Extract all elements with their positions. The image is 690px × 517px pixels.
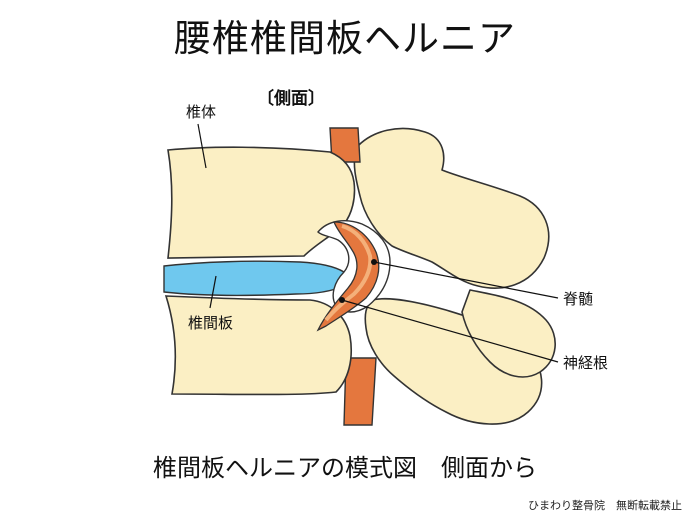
intervertebral-disc (163, 260, 350, 297)
label-vertebral-body: 椎体 (186, 103, 216, 121)
leader-dot-spinal-cord (371, 259, 377, 265)
caption: 椎間板ヘルニアの模式図 側面から (153, 454, 537, 482)
leader-dot-nerve-root (339, 297, 345, 303)
lower-vertebral-body (164, 295, 352, 396)
leader-nerve-root (341, 299, 559, 363)
view-label: 〔側面〕 (257, 89, 325, 109)
upper-vertebral-body (167, 146, 356, 259)
leader-spinal-cord (373, 261, 559, 299)
label-spinal-cord: 脊髄 (563, 290, 593, 308)
compressed-nerve (316, 221, 380, 332)
leader-vertebral-body (197, 123, 207, 169)
spinal-cord (329, 127, 377, 426)
page-title: 腰椎椎間板ヘルニア (174, 17, 516, 60)
credit: ひまわり整骨院 無断転載禁止 (528, 499, 682, 512)
leader-disc (209, 275, 217, 309)
label-nerve-root: 神経根 (563, 354, 608, 372)
upper-posterior-arch (353, 127, 550, 289)
spinous-process (461, 289, 556, 378)
label-disc: 椎間板 (188, 314, 233, 332)
